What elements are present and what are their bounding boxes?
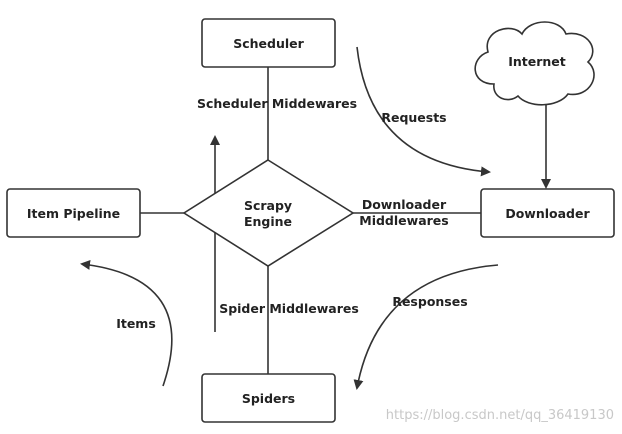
responses-arrow (353, 264, 499, 390)
downloader-label: Downloader (505, 206, 590, 221)
requests-label: Requests (381, 110, 446, 125)
responses-label: Responses (392, 294, 467, 309)
scheduler-label: Scheduler (233, 36, 304, 51)
spiders-label: Spiders (242, 391, 295, 406)
downloader-middlewares-label-line1: Downloader (362, 197, 447, 212)
internet-label: Internet (508, 54, 566, 69)
engine-label-line1: Scrapy (244, 198, 292, 213)
items-label: Items (116, 316, 156, 331)
scheduler-middlewares-label: Scheduler Middewares (197, 96, 357, 111)
scrapy-engine-node (182, 159, 355, 267)
item-pipeline-node (6, 188, 141, 238)
downloader-node (480, 188, 615, 238)
requests-arrow (356, 46, 491, 177)
scheduler-node (201, 18, 336, 68)
internet-cloud (474, 21, 595, 106)
spiders-node (201, 373, 336, 423)
downloader-middlewares-label-line2: Middlewares (359, 213, 448, 228)
engine-label-line2: Engine (244, 214, 292, 229)
item-pipeline-label: Item Pipeline (27, 206, 120, 221)
spider-middlewares-label: Spider Middlewares (219, 301, 359, 316)
watermark: https://blog.csdn.net/qq_36419130 (386, 408, 614, 423)
items-arrow (80, 259, 173, 387)
